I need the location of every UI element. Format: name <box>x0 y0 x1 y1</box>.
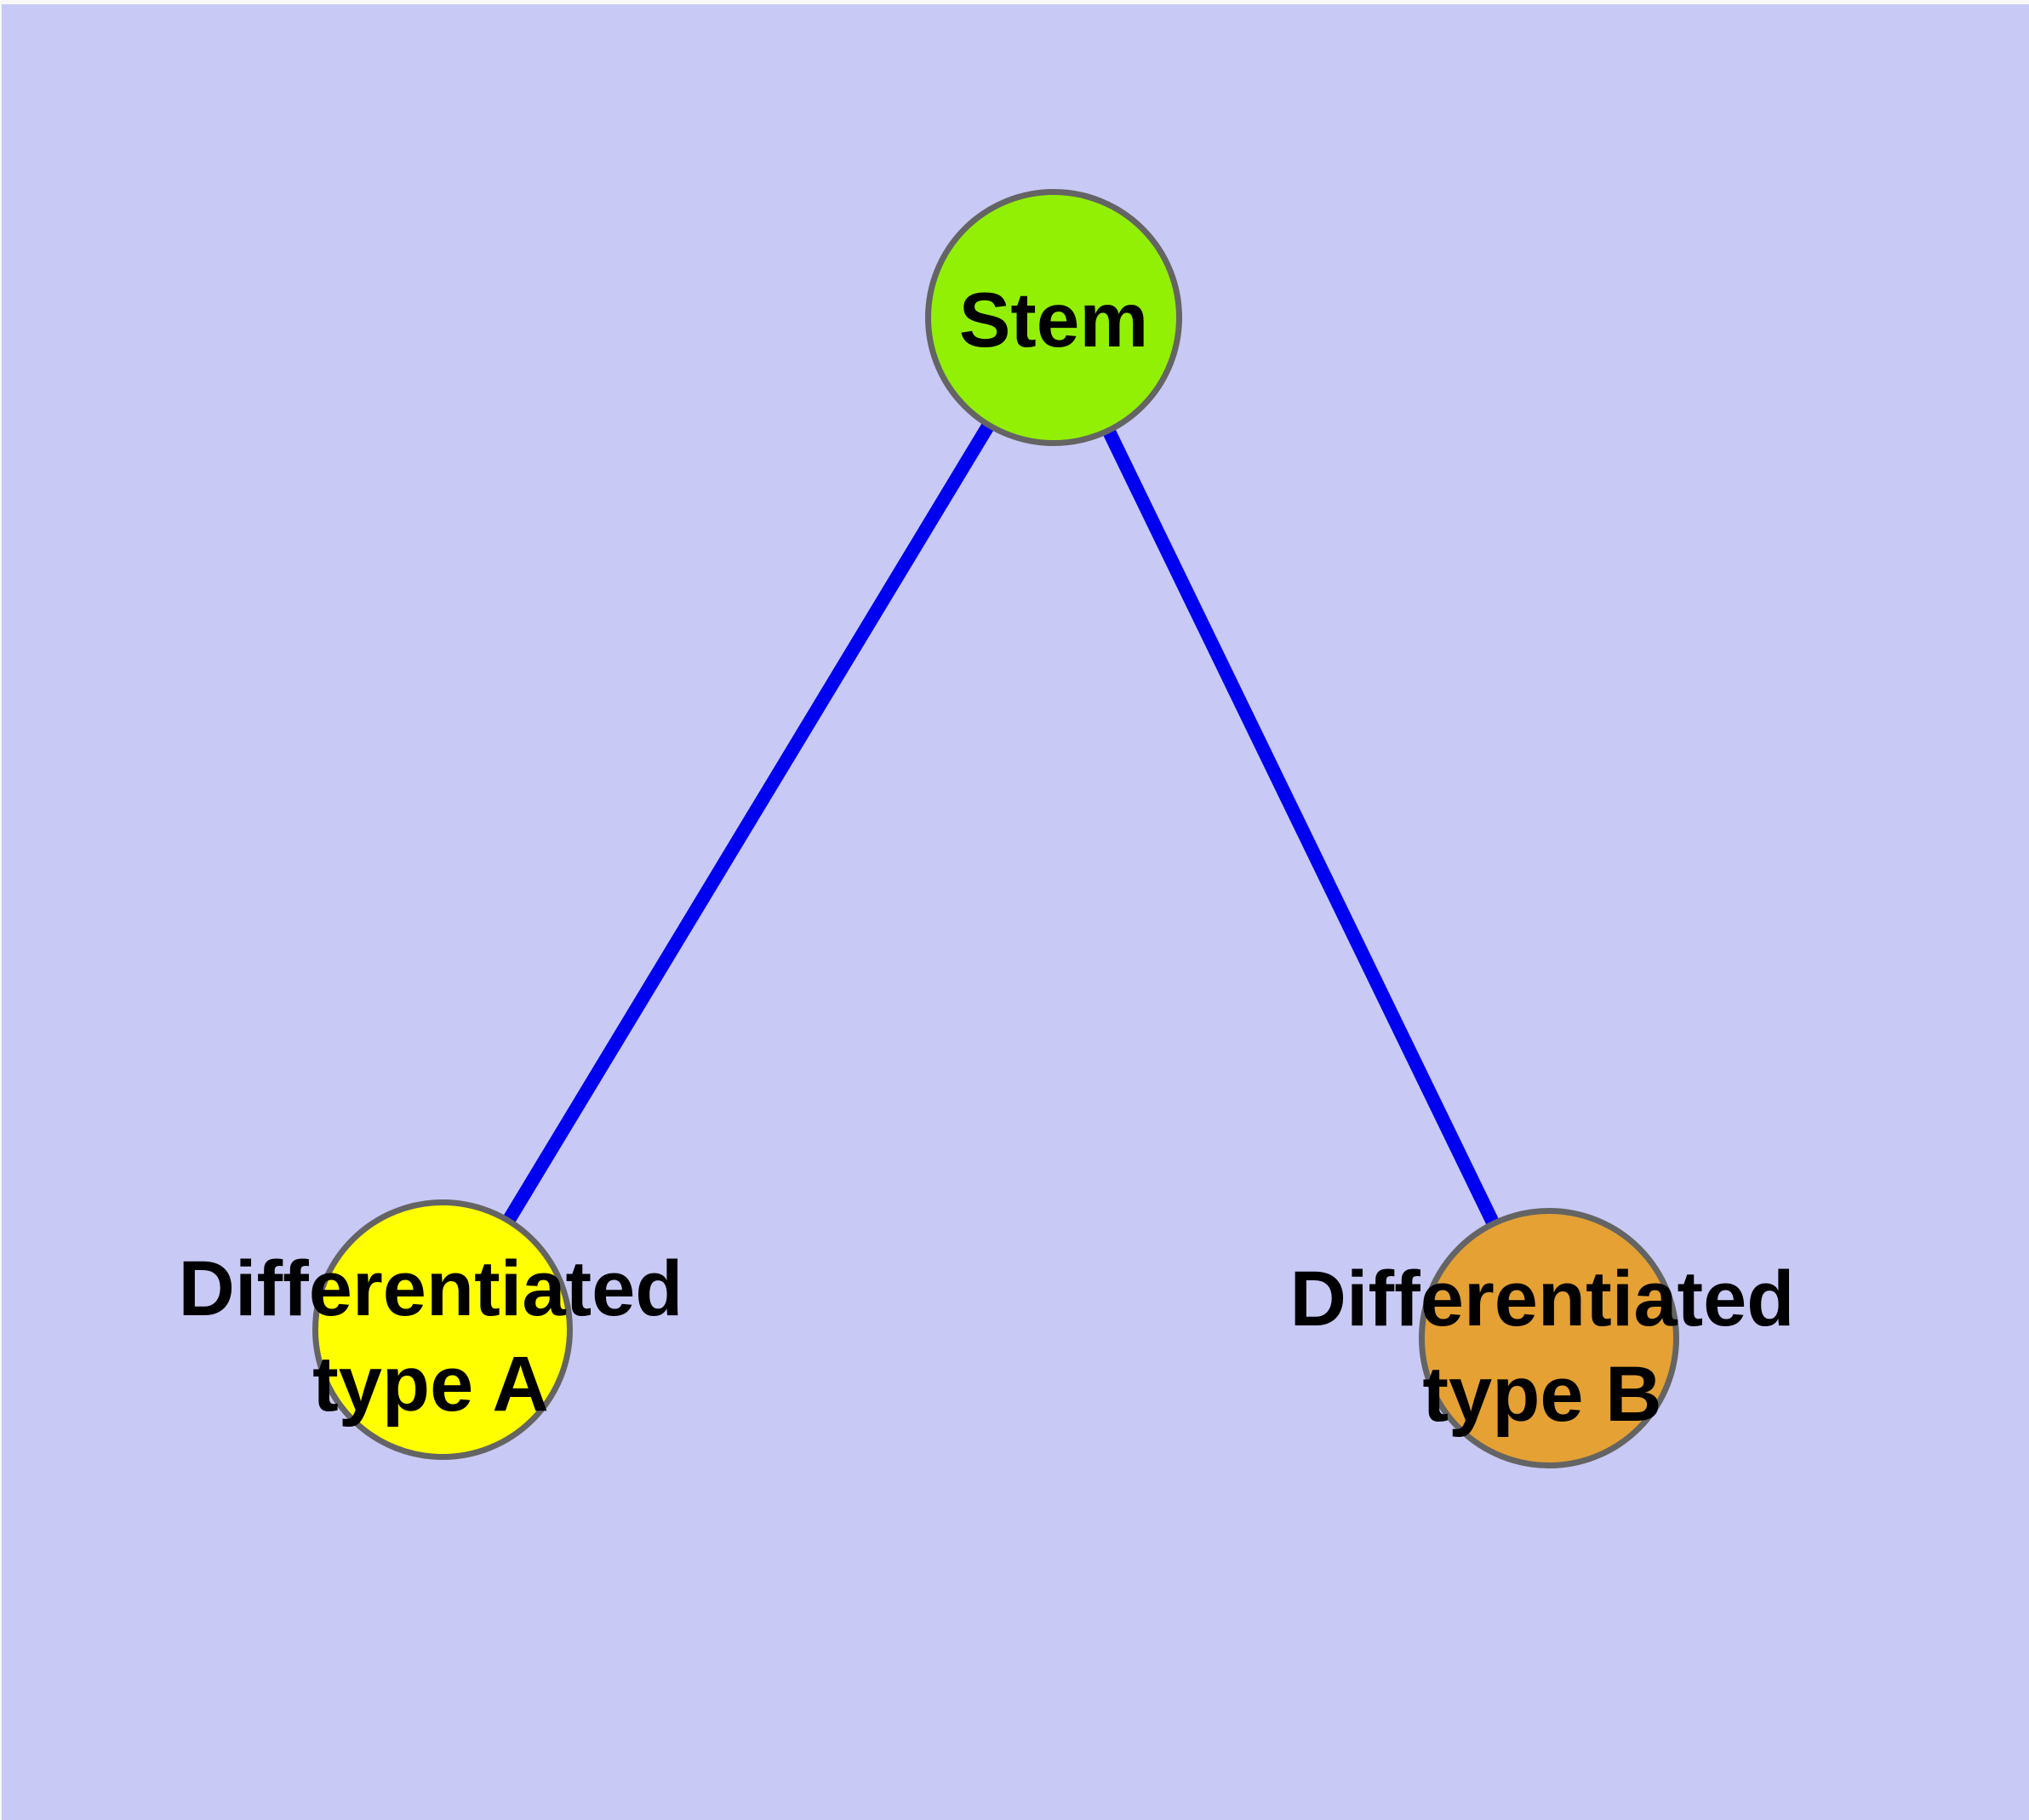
canvas-left-margin <box>0 0 2 1820</box>
edge-stem-to-type-b <box>1047 314 1556 1342</box>
edge-stem-to-type-a <box>437 313 1060 1334</box>
node-differentiated-type-b-circle[interactable] <box>1419 1208 1679 1468</box>
canvas-top-margin <box>0 0 2029 4</box>
node-differentiated-type-a-circle[interactable] <box>312 1199 573 1460</box>
node-stem-circle[interactable] <box>925 189 1182 446</box>
